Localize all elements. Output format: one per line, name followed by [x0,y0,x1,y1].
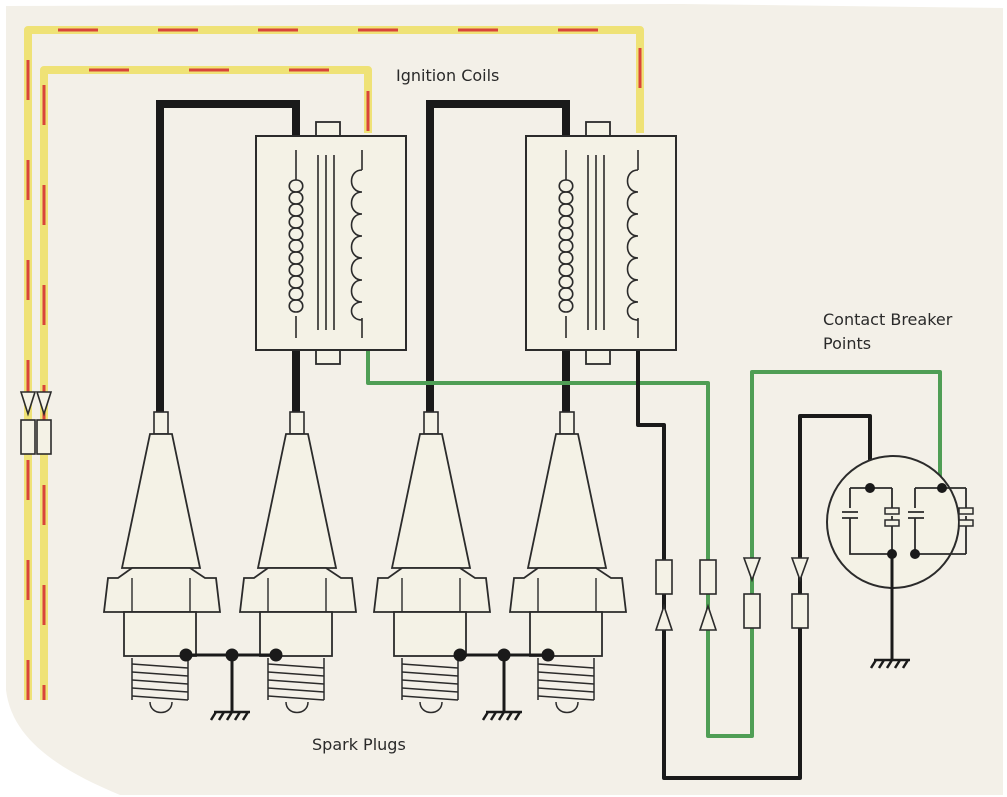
spark-plugs-label: Spark Plugs [312,735,406,754]
contact-breaker-points [826,455,974,669]
contact-breaker-label-line2: Points [823,334,871,353]
black-low-tension-wire [636,350,872,780]
ignition-coils-label: Ignition Coils [396,66,499,85]
green-wire [366,350,942,738]
spark-plug-1 [102,411,222,714]
ignition-coil-left [255,121,407,365]
wire-connectors [654,557,810,631]
contact-breaker-label-line1: Contact Breaker [823,310,953,329]
yellow-red-wire [24,26,644,700]
ignition-coil-right [525,121,677,365]
ground-symbol [209,710,522,721]
plug-ground-bus [179,648,555,712]
left-wire-connector [19,391,53,455]
